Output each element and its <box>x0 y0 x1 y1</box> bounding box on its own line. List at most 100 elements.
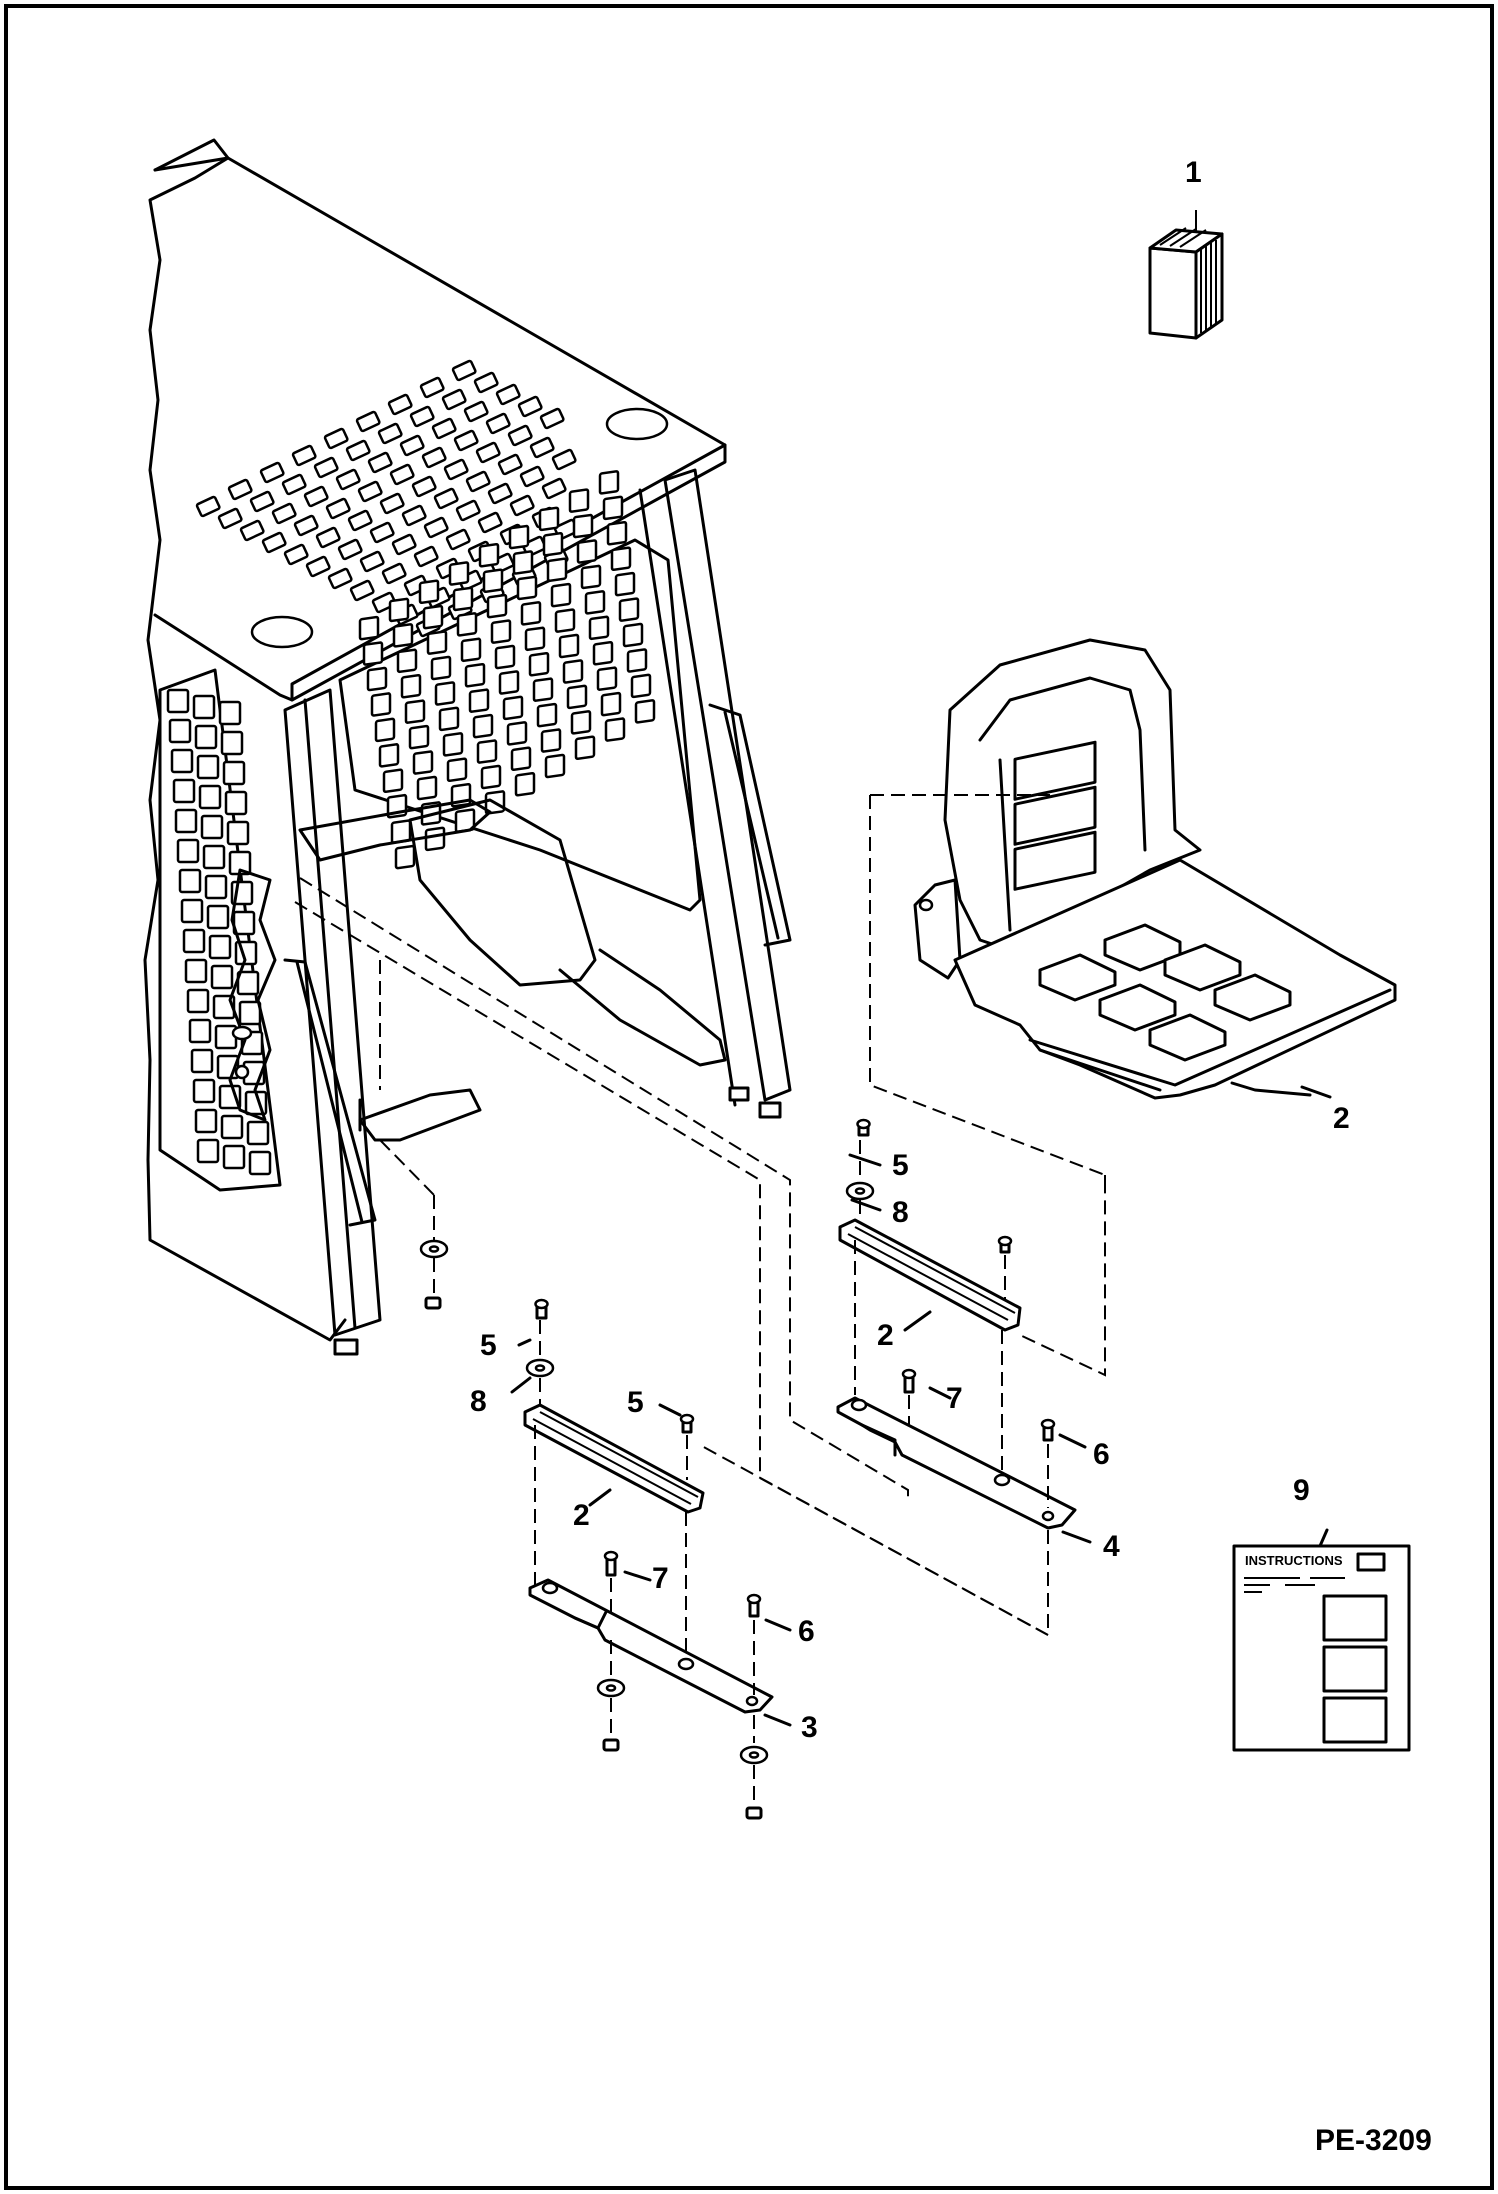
callouts: 1 2 5 8 2 7 6 4 9 5 8 5 2 7 6 3 <box>470 156 1350 1744</box>
side-grille-hole <box>222 760 246 786</box>
rear-grille-hole <box>626 648 648 673</box>
roof-grille-hole <box>443 458 469 481</box>
side-grille-hole <box>248 1150 272 1176</box>
rear-grille-hole <box>572 513 594 539</box>
roof-grille-hole <box>239 519 265 542</box>
roof-grille-hole <box>323 427 349 450</box>
roof-grille-hole <box>433 487 459 510</box>
rear-grille-hole <box>460 637 482 663</box>
rear-grille-hole <box>600 691 622 717</box>
callout-5-left-a: 5 <box>480 1329 497 1362</box>
roof-grille-hole <box>367 451 393 474</box>
side-grille-hole <box>206 904 230 930</box>
rear-grille-hole <box>494 644 516 670</box>
callout-8-right: 8 <box>892 1196 909 1229</box>
right-rail-assembly <box>699 1118 1077 1636</box>
side-grille-hole <box>236 970 260 996</box>
roof-grille-hole <box>401 504 427 527</box>
side-grille-hole <box>182 928 206 954</box>
rear-grille-hole <box>606 521 628 546</box>
roof-grille-hole <box>389 463 415 486</box>
side-grille-hole <box>186 988 210 1014</box>
rear-grille-hole <box>568 488 590 513</box>
rear-grille-hole <box>396 648 418 674</box>
roof-grille-hole <box>421 446 447 469</box>
roof-grille-hole <box>495 383 521 406</box>
roof-grille-hole <box>463 400 489 423</box>
rear-grille-hole <box>418 579 440 604</box>
rear-grille-hole <box>426 630 448 655</box>
rear-grille-hole <box>588 615 610 641</box>
callout-1: 1 <box>1185 156 1202 189</box>
rear-grille-hole <box>442 732 464 757</box>
rear-grille-hole <box>596 666 618 691</box>
roof-grille-hole <box>413 545 439 568</box>
callout-2-right-rail: 2 <box>877 1319 894 1352</box>
callout-8-left: 8 <box>470 1385 487 1418</box>
roof-grille-hole <box>475 441 501 464</box>
callout-5-left-b: 5 <box>627 1386 644 1419</box>
roof-grille-hole <box>259 461 285 484</box>
callout-4: 4 <box>1103 1530 1120 1563</box>
callout-9: 9 <box>1293 1474 1310 1507</box>
rear-grille-hole <box>528 651 550 677</box>
rear-grille-hole <box>404 699 426 724</box>
roof-grille-hole <box>315 526 341 549</box>
callout-5-right: 5 <box>892 1149 909 1182</box>
rear-grille-hole <box>464 662 486 688</box>
rear-grille-hole <box>378 743 400 768</box>
rear-grille-hole <box>416 775 438 801</box>
rear-grille-hole <box>546 557 568 582</box>
rear-grille-hole <box>574 735 596 761</box>
callout-7-right: 7 <box>946 1382 963 1415</box>
roof-grille-hole <box>261 531 287 554</box>
rear-grille-hole <box>388 597 410 623</box>
side-grille-hole <box>218 700 242 726</box>
rear-grille-hole <box>598 470 620 495</box>
rear-grille-hole <box>554 608 576 633</box>
rear-grille-hole <box>516 575 538 601</box>
rear-grille-hole <box>536 702 558 728</box>
rear-grille-hole <box>394 844 416 870</box>
roof-grille-hole <box>423 516 449 539</box>
roof-grille-hole <box>271 502 297 525</box>
roof-grille-hole <box>327 567 353 590</box>
side-grille-hole <box>196 1138 220 1164</box>
rear-grille-hole <box>412 750 434 775</box>
roof-grille-hole <box>489 552 515 575</box>
instructions-sheet: INSTRUCTIONS <box>1232 1544 1411 1752</box>
left-rail-assembly <box>523 1298 774 1820</box>
rear-grille-hole <box>392 623 414 648</box>
roof-grille-hole <box>507 424 533 447</box>
roof-grille-hole <box>337 538 363 561</box>
side-grille-hole <box>220 730 244 756</box>
callout-2-seat: 2 <box>1333 1102 1350 1135</box>
roof-grille-hole <box>195 495 221 518</box>
seat-cushion-pads <box>1038 923 1292 1062</box>
part-1-box <box>1148 210 1224 340</box>
roof-grille-hole <box>473 371 499 394</box>
side-grille-hole <box>192 694 216 720</box>
rear-grille-hole <box>614 571 636 597</box>
rear-grille-hole <box>506 721 528 746</box>
rear-grille-hole <box>558 633 580 659</box>
roof-grille-hole <box>529 436 555 459</box>
rear-grille-hole <box>508 524 530 550</box>
roof-grille-hole <box>551 448 577 471</box>
rear-grille-hole <box>482 568 504 593</box>
rear-grille-hole <box>362 641 384 666</box>
side-grille-hole <box>166 688 190 714</box>
callout-7-left: 7 <box>652 1562 669 1595</box>
roof-grille-hole <box>541 477 567 500</box>
side-grille-hole <box>220 1114 244 1140</box>
rear-grille-hole <box>538 506 560 532</box>
rear-grille-hole <box>622 622 644 648</box>
side-grille-hole <box>194 724 218 750</box>
side-grille-hole <box>246 1120 270 1146</box>
roof-grille-hole <box>227 478 253 501</box>
rear-grille-hole <box>512 550 534 575</box>
side-grille-hole <box>176 838 200 864</box>
roof-grille-hole <box>387 393 413 416</box>
rear-grille-hole <box>430 655 452 681</box>
